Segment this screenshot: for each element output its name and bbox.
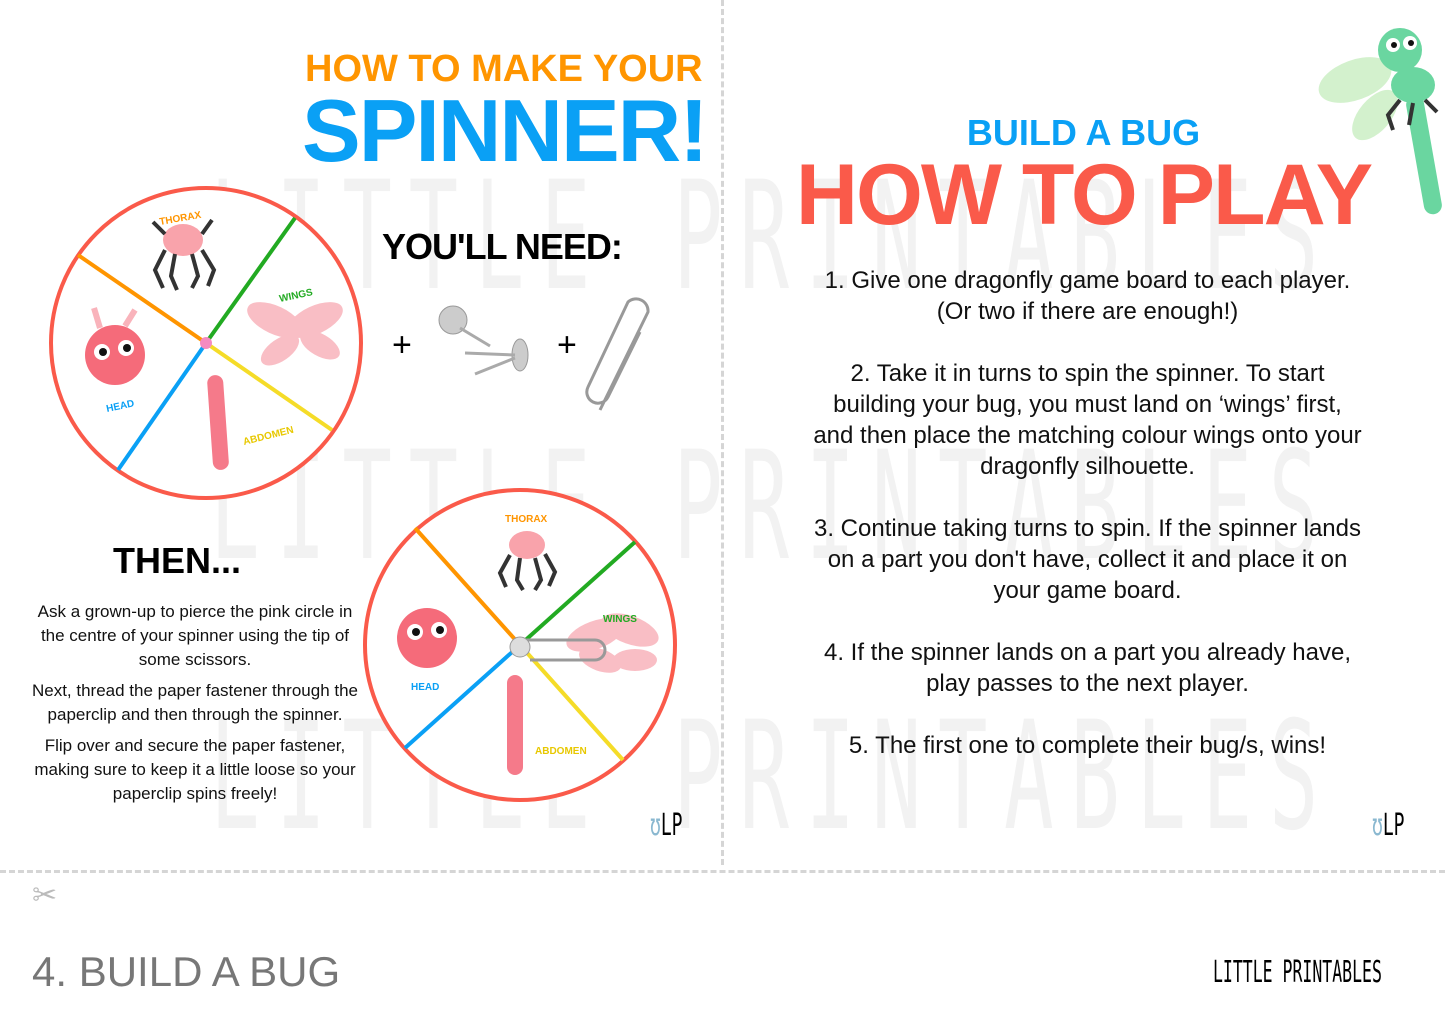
rule-4: 4. If the spinner lands on a part you al…: [823, 639, 1351, 697]
head-icon: [85, 307, 145, 385]
build-a-bug-subtitle: BUILD A BUG: [966, 112, 1201, 153]
paperclip-pointer: [520, 638, 607, 662]
divider-orange: [76, 253, 208, 345]
lp-logo: ʊLP: [650, 808, 683, 843]
label-thorax: THORAX: [505, 514, 548, 525]
label-wings: WINGS: [603, 614, 637, 625]
step-3: Flip over and secure the paper fastener,…: [34, 736, 356, 803]
rule-5: 5. The first one to complete their bug/s…: [848, 732, 1327, 759]
cut-line-vertical: [721, 0, 724, 865]
rule-2: 2. Take it in turns to spin the spinner.…: [813, 360, 1362, 480]
heading-small: HOW TO MAKE YOUR: [305, 48, 703, 90]
watermark: LITTLE PRINTABLES: [210, 150, 1335, 324]
thorax-icon: [151, 218, 217, 291]
step-1: Ask a grown-up to pierce the pink circle…: [37, 602, 353, 669]
how-to-play-title: HOW TO PLAY: [795, 147, 1373, 243]
label-abdomen: ABDOMEN: [535, 746, 587, 757]
rule-3: 3. Continue taking turns to spin. If the…: [814, 515, 1361, 604]
divider-yellow: [204, 341, 334, 432]
wings-icon: [247, 302, 343, 366]
heading-spinner: SPINNER!: [302, 81, 708, 180]
plus-sign: +: [557, 326, 577, 364]
paper-fastener-icon: [438, 305, 529, 376]
youll-need-title: YOU'LL NEED:: [382, 226, 623, 267]
rule-1: 1. Give one dragonfly game board to each…: [824, 267, 1351, 325]
divider-green: [204, 216, 297, 345]
paperclip-icon: [585, 297, 650, 411]
divider-blue: [116, 341, 208, 472]
scissors-icon: ✂: [32, 879, 58, 912]
brand-logo: LITTLE PRINTABLES: [1213, 955, 1382, 990]
assembled-spinner: THORAX WINGS ABDOMEN HEAD: [363, 488, 677, 802]
lp-logo: ʊLP: [1372, 808, 1405, 843]
spinner-diagram: THORAX WINGS ABDOMEN HEAD: [49, 186, 363, 500]
then-title: THEN...: [113, 540, 242, 581]
page-title: 4. BUILD A BUG: [32, 948, 341, 995]
pierce-point: [200, 337, 212, 349]
dragonfly-icon: [1318, 28, 1442, 215]
step-2: Next, thread the paper fastener through …: [31, 681, 359, 724]
instruction-steps: Ask a grown-up to pierce the pink circle…: [30, 600, 360, 813]
cut-line-horizontal: [0, 870, 1445, 873]
abdomen-icon: [207, 375, 229, 470]
plus-sign: +: [392, 326, 412, 364]
rules-list: 1. Give one dragonfly game board to each…: [810, 265, 1365, 792]
label-head: HEAD: [411, 682, 439, 693]
